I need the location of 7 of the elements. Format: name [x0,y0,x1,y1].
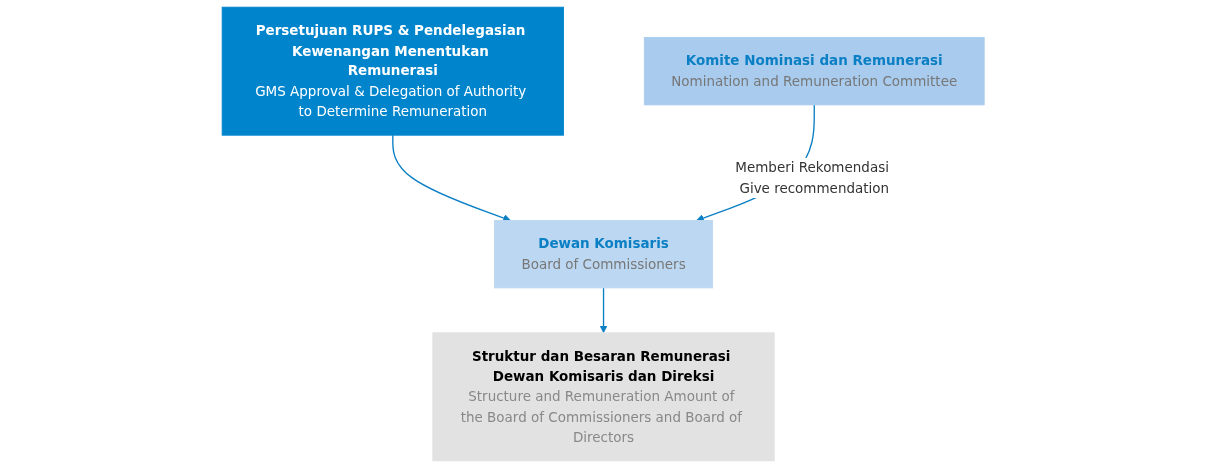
arrow [599,287,608,334]
node-box: Struktur dan Besaran Remunerasi Dewan Komisaris dan Direksi Structure and Remuneration Amount of the Board of Commissioners and Board of Directors [432,332,775,462]
arrow [391,134,511,222]
node-box: Komite Nominasi dan Remunerasi Nomination and Remuneration Committee [643,37,985,106]
node-box: Dewan Komisaris Board of Commissioners [493,220,713,289]
edge-label: Memberi Rekomendasi Give recommendation [735,159,889,196]
node-box: Persetujuan RUPS & Pendelegasian Kewenangan Menentukan Remunerasi GMS Approval & Delegation of Authority to Determine Remuneration [221,6,564,136]
